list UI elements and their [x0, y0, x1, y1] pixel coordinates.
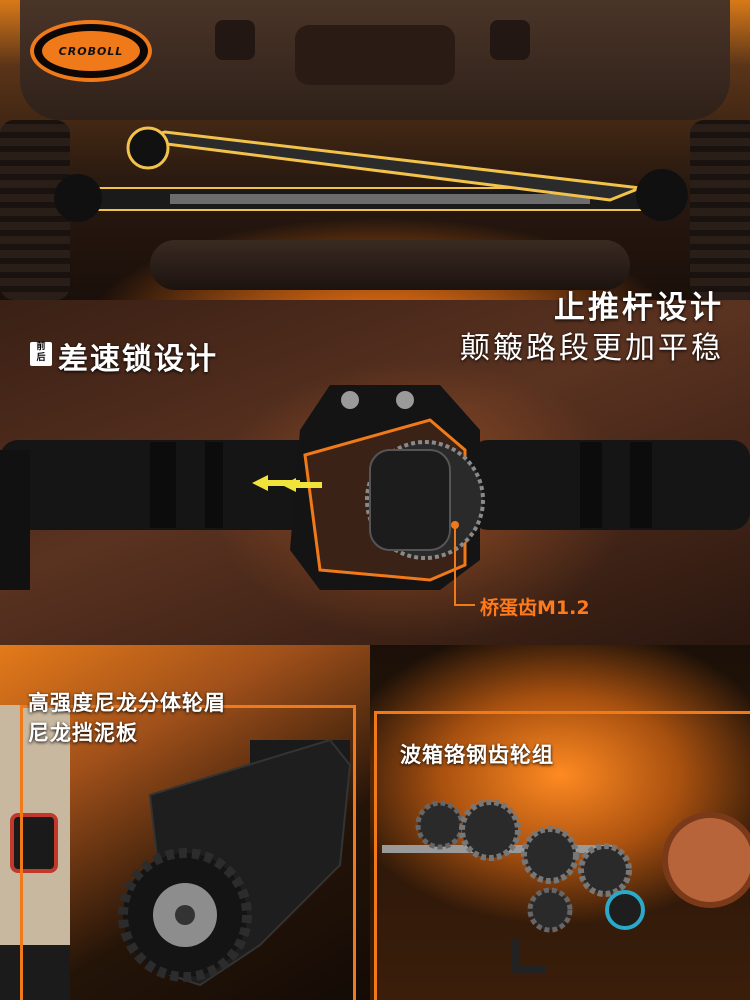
wheel-hub: [175, 905, 195, 925]
gear-3: [521, 826, 579, 884]
bolt-2: [396, 391, 414, 409]
knuckle-left: [0, 450, 30, 590]
diff-lock-title: 差速锁设计: [58, 342, 218, 377]
bolt-1: [341, 391, 359, 409]
axle-differential-illustration: [0, 385, 750, 606]
fender-illustration: [0, 705, 352, 1000]
rod-end-left: [126, 126, 170, 170]
brand-logo: CROBOLL: [30, 20, 152, 82]
thrust-rod-subtitle: 颠簸路段更加平稳: [460, 331, 724, 366]
tube-rib-1: [150, 442, 176, 528]
front-rear-badge: 前 后: [30, 342, 52, 366]
gear-5: [527, 887, 573, 933]
gear-housing: [662, 812, 750, 908]
jeep-bumper: [0, 945, 70, 1000]
lock-arrow-icon-2: [282, 478, 322, 492]
brand-logo-text: CROBOLL: [42, 31, 140, 71]
tube-rib-3: [580, 442, 602, 528]
tube-rib-4: [630, 442, 652, 528]
shift-lever: [511, 940, 545, 974]
lock-arrow-icon-1: [252, 475, 300, 491]
bottom-left-panel: 高强度尼龙分体轮眉 尼龙挡泥板: [0, 645, 370, 1000]
gear-4: [578, 843, 632, 897]
mount-right: [636, 169, 688, 221]
gear-callout-line: [454, 525, 475, 606]
badge-front-char: 前: [36, 342, 46, 352]
middle-panel: 前 后 差速锁设计 桥蛋齿M1.2: [0, 300, 750, 645]
tube-rib-2: [205, 442, 223, 528]
thrust-rod-title: 止推杆设计: [554, 290, 724, 326]
top-panel: CROBOLL: [0, 0, 750, 300]
bottom-right-panel: 波箱铬钢齿轮组: [370, 645, 750, 1000]
lower-link-shaft: [170, 194, 590, 204]
tail-light: [10, 813, 58, 873]
winch-plate: [295, 25, 455, 85]
thrust-rod-illustration: [54, 20, 688, 222]
axle-tube-right: [470, 440, 750, 530]
fender-title-line2: 尼龙挡泥板: [28, 721, 138, 745]
right-panel-frame: [374, 711, 750, 1000]
axle-illustration: [150, 240, 630, 290]
gear-set-illustration: [382, 799, 750, 974]
blue-gear: [605, 890, 645, 930]
shackle-right: [490, 20, 530, 60]
diff-carrier: [369, 449, 451, 551]
badge-rear-char: 后: [36, 353, 46, 363]
mount-left: [54, 174, 102, 222]
fender-title-line1: 高强度尼龙分体轮眉: [28, 691, 226, 715]
shackle-left: [215, 20, 255, 60]
gear-spec-label: 桥蛋齿M1.2: [480, 597, 590, 619]
gearbox-title: 波箱铬钢齿轮组: [400, 743, 554, 767]
left-panel-frame: [20, 705, 356, 1000]
gear-2: [459, 799, 521, 861]
right-tire-illustration: [690, 120, 750, 300]
